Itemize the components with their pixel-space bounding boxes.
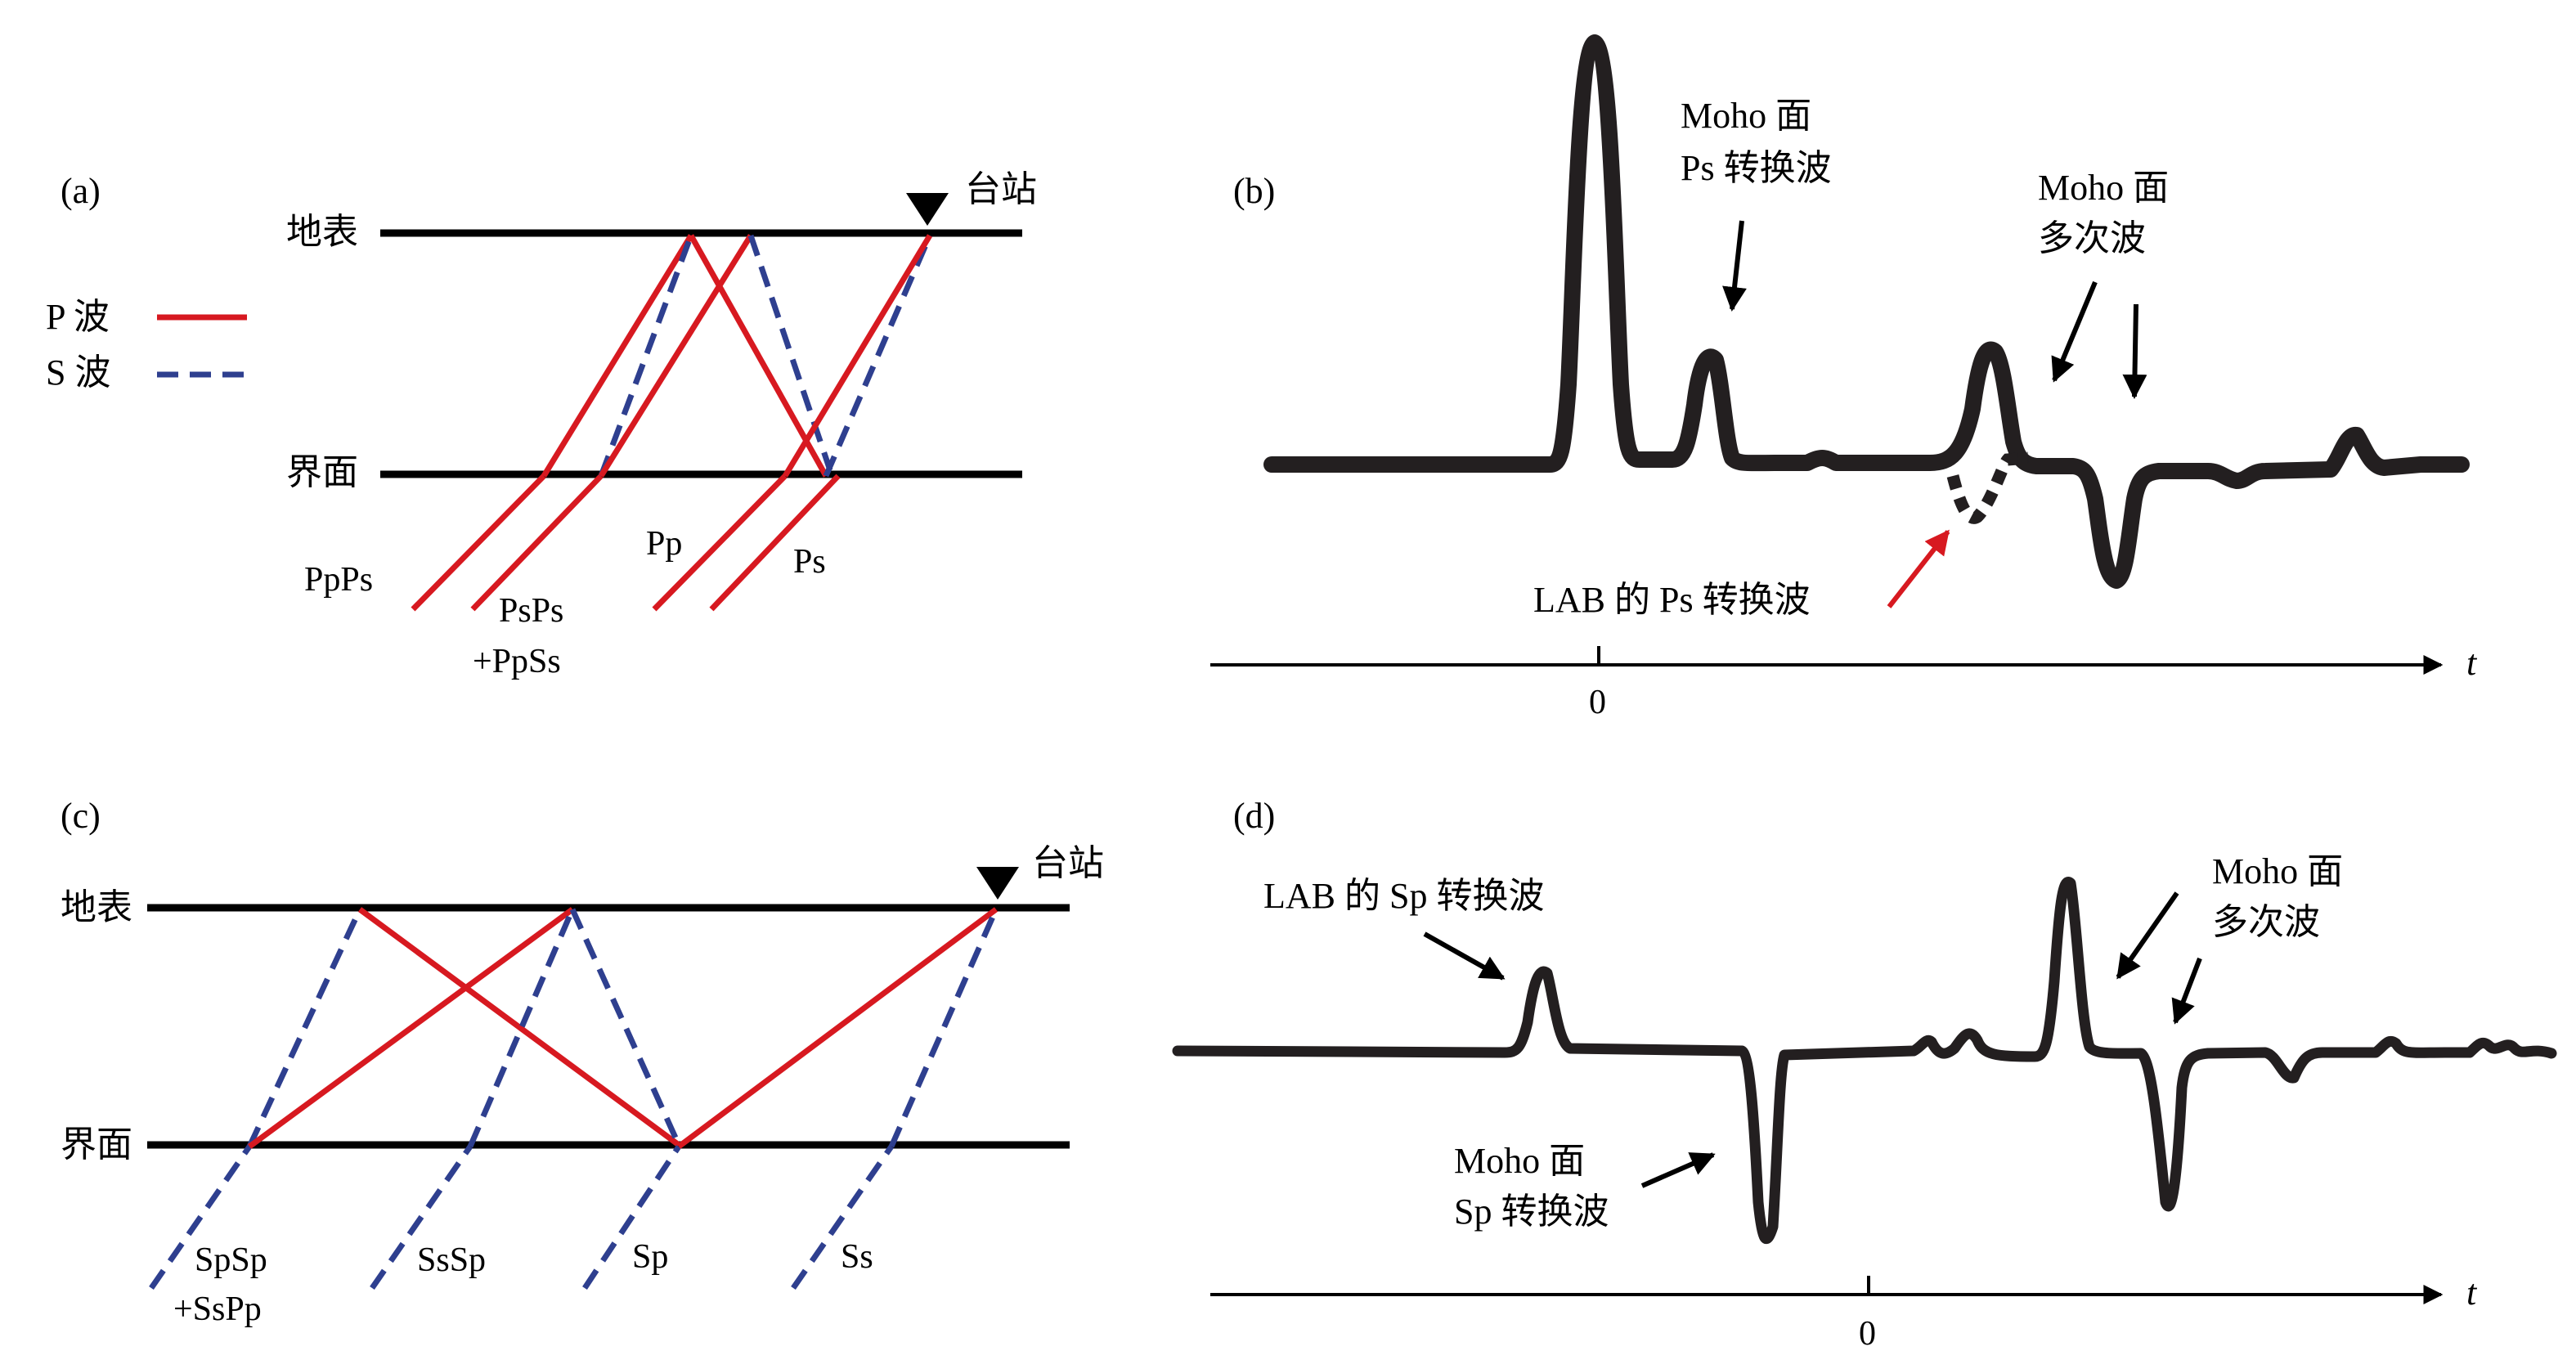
ray-ps-below	[709, 474, 841, 612]
ray-pp-below	[652, 474, 788, 612]
ray-psps-below	[470, 474, 604, 612]
time-axis-label-b: t	[2466, 643, 2478, 683]
legend-p-label: P 波	[46, 297, 110, 337]
phase-label-sssp: SsSp	[417, 1241, 486, 1279]
receiver-function-trace-d	[1172, 877, 2557, 1245]
ray-sssp-up	[467, 908, 576, 1148]
lab-sp-label: LAB 的 Sp 转换波	[1263, 876, 1544, 916]
legend-s-label: S 波	[46, 352, 110, 393]
moho-multiple-label-2: 多次波	[2038, 218, 2146, 258]
moho-sp-label-1: Moho 面	[1454, 1141, 1585, 1181]
phase-label-pp: Pp	[646, 525, 682, 563]
lab-sp-arrow	[1423, 931, 1506, 981]
moho-ps-arrow	[1722, 220, 1747, 312]
moho-multiple-label-1: Moho 面	[2038, 168, 2169, 208]
station-icon	[906, 193, 949, 226]
surface-label-c: 地表	[61, 887, 132, 927]
moho-multiple-arrow-2	[2122, 303, 2147, 399]
wave-legend: P 波 S 波	[46, 297, 247, 393]
ray-spsp-down-p	[357, 907, 681, 1147]
ray-ppps-last	[823, 234, 933, 478]
phase-label-ps: Ps	[793, 543, 826, 581]
moho-multiple-label-d-1: Moho 面	[2212, 851, 2343, 891]
ray-psps-down	[747, 234, 833, 472]
ray-ss-up	[888, 908, 999, 1148]
ray-spsp-below	[149, 1145, 252, 1290]
phase-label-ppss: +PpSs	[473, 643, 561, 680]
phase-label-psps: PsPs	[499, 592, 563, 630]
ray-ppps-down	[688, 234, 829, 478]
panel-d-label: (d)	[1233, 796, 1275, 836]
ray-psps-surface-hop	[599, 234, 753, 478]
phase-label-spsp: SpSp	[195, 1241, 267, 1279]
interface-label: 界面	[286, 452, 358, 492]
ray-sssp-below	[370, 1145, 473, 1290]
panel-b-label: (b)	[1233, 171, 1275, 211]
ray-ppps-up	[541, 234, 693, 478]
ray-spsp-up-p	[247, 907, 575, 1149]
surface-label: 地表	[286, 212, 358, 252]
zero-label-b: 0	[1589, 684, 1606, 721]
time-axis-label-d: t	[2466, 1272, 2478, 1313]
panel-c: (c) 地表 界面 台站 SpSp +SsPp SsSp Sp Ss	[61, 796, 1104, 1328]
lab-ps-label: LAB 的 Ps 转换波	[1533, 580, 1811, 620]
moho-multiple-arrow-1	[2051, 281, 2098, 383]
ray-sssp-down	[569, 908, 682, 1147]
panel-d: (d) 0 t LAB 的 Sp 转换波 Moho 面 多次波 Moho 面 S…	[1172, 796, 2557, 1351]
ray-paths	[411, 234, 933, 612]
ray-ppps-below	[411, 474, 546, 612]
phase-label-ppps: PpPs	[304, 561, 373, 599]
moho-sp-label-2: Sp 转换波	[1454, 1192, 1609, 1232]
zero-label-d: 0	[1859, 1315, 1876, 1351]
station-icon-c	[976, 867, 1019, 900]
ray-sp-below	[582, 1145, 681, 1290]
lab-ps-arrow	[1887, 529, 1950, 608]
panel-a-label: (a)	[61, 171, 101, 211]
moho-multiple-label-d-2: 多次波	[2212, 902, 2320, 942]
ray-sp-up	[676, 907, 999, 1149]
moho-ps-label-1: Moho 面	[1681, 96, 1811, 136]
ray-spsp-up-s	[246, 908, 363, 1148]
station-label-c: 台站	[1032, 843, 1104, 883]
panel-a: (a) P 波 S 波 地表 界面 台站	[46, 169, 1037, 680]
ray-pp-up	[783, 234, 932, 478]
moho-ps-label-2: Ps 转换波	[1681, 148, 1832, 188]
station-label: 台站	[965, 169, 1037, 209]
moho-sp-arrow	[1640, 1152, 1716, 1188]
panel-c-label: (c)	[61, 796, 101, 836]
moho-multiple-arrow-d-2	[2171, 957, 2202, 1025]
phase-label-sp: Sp	[632, 1238, 668, 1276]
phase-label-ss: Ss	[841, 1238, 873, 1276]
ray-paths-c	[149, 907, 999, 1290]
ray-ss-below	[791, 1145, 894, 1290]
ray-psps-up	[598, 234, 694, 478]
panel-b: (b) 0 t Moho 面 Ps 转换波 Moho 面 多次波 LAB 的 P…	[1210, 34, 2478, 721]
moho-multiple-arrow-d-1	[2116, 891, 2179, 980]
lab-ps-dashed-trough	[1946, 451, 2029, 524]
receiver-function-trace-b	[1263, 34, 2470, 589]
phase-label-sspp: +SsPp	[173, 1290, 262, 1328]
interface-label-c: 界面	[61, 1124, 132, 1165]
